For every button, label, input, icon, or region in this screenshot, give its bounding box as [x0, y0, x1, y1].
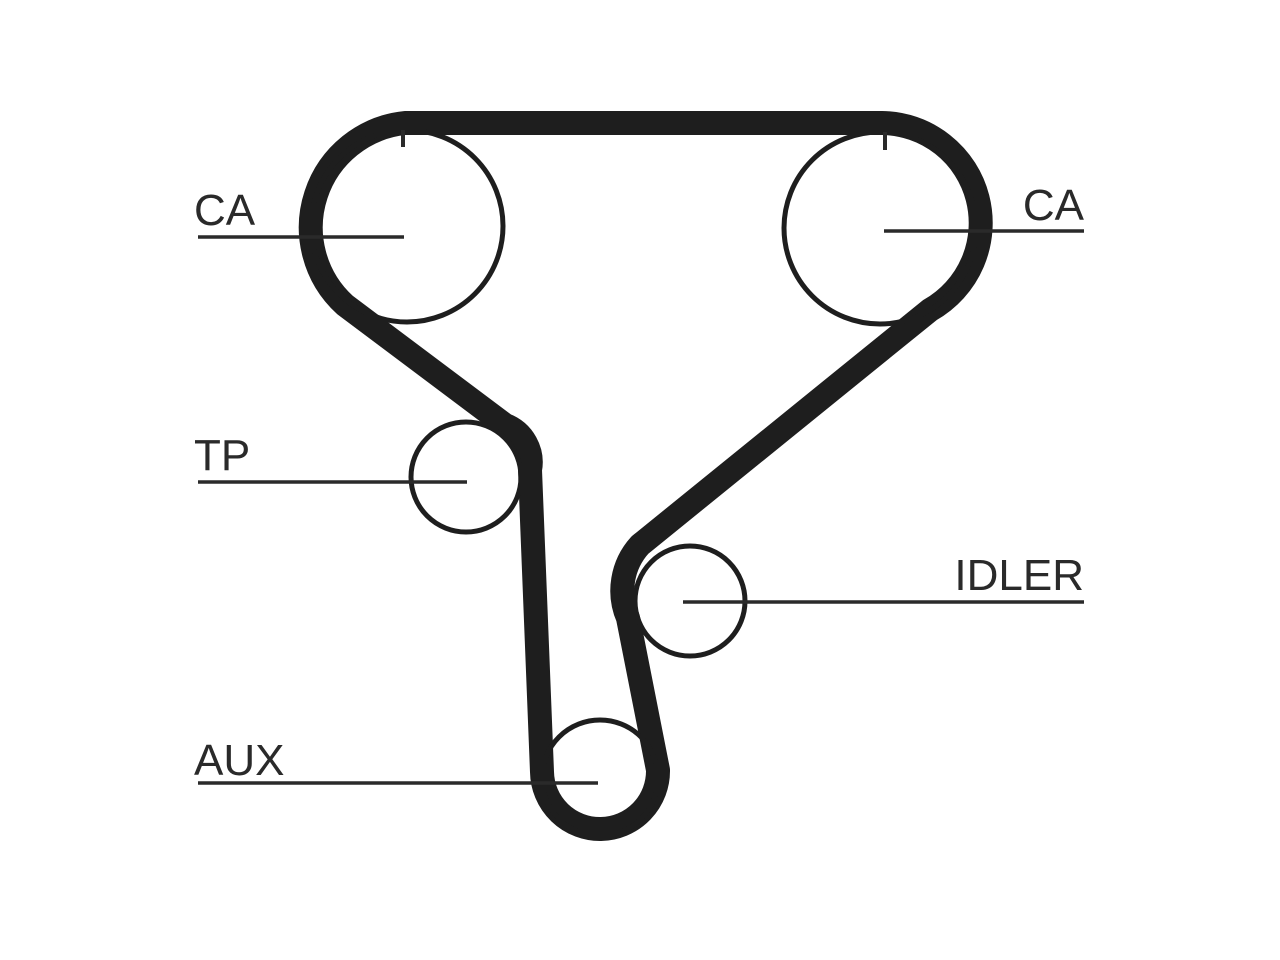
- label-idler: IDLER: [954, 551, 1084, 600]
- camshaft-pulley-left: [308, 127, 506, 325]
- label-tensioner: TP: [194, 431, 250, 480]
- label-cam-left: CA: [194, 186, 256, 235]
- tensioner-pulley: [408, 419, 524, 535]
- auxiliary-pulley: [539, 717, 661, 839]
- label-auxiliary: AUX: [194, 736, 284, 785]
- label-cam-right: CA: [1023, 181, 1085, 230]
- camshaft-pulley-right: [781, 129, 979, 327]
